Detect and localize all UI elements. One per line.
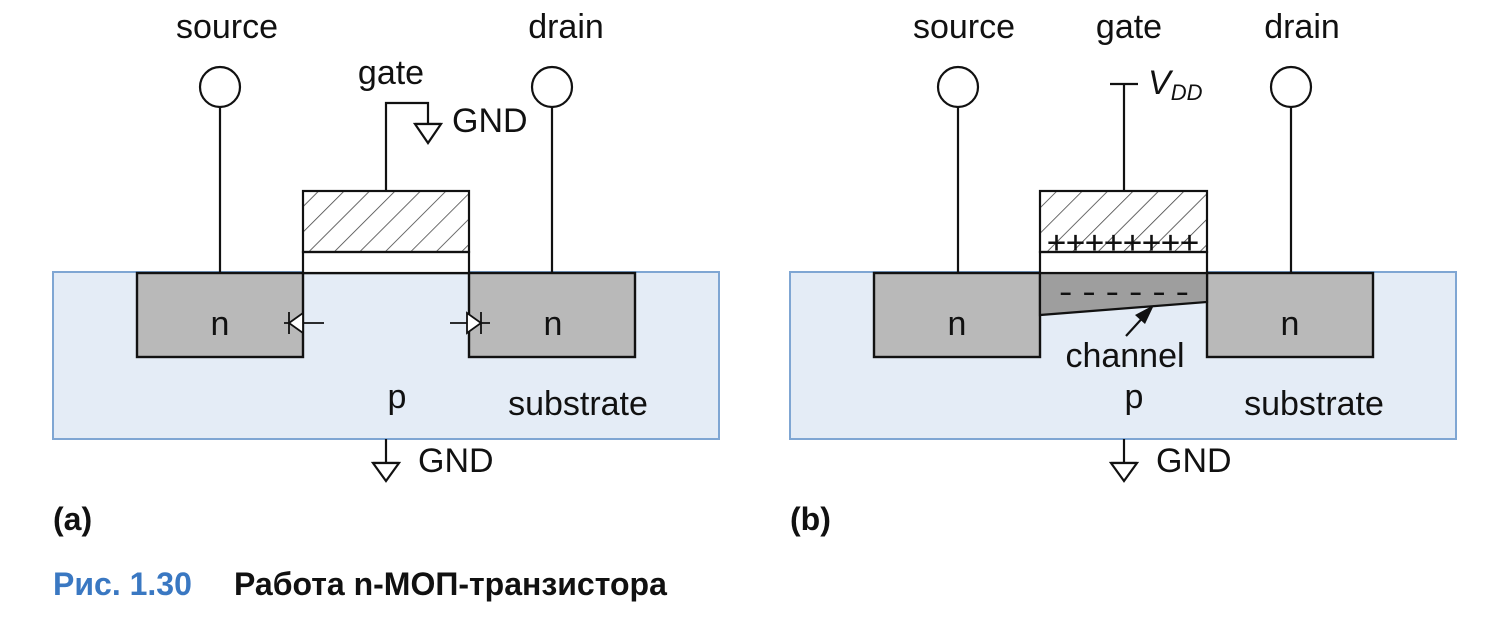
arrow-head-icon (1135, 305, 1154, 324)
substrate-ground-label: GND (418, 442, 494, 480)
body-label: p (1125, 378, 1144, 416)
channel-label: channel (1065, 337, 1184, 375)
channel-charge-label: ------ (1054, 275, 1194, 310)
gate-oxide (301, 250, 471, 275)
drain-region-label: n (544, 305, 563, 343)
panel-b: source gate drain VDD ++++++++ ------ ch… (789, 8, 1457, 537)
drain-label: drain (528, 8, 604, 46)
source-region-label: n (948, 305, 967, 343)
body-label: p (388, 378, 407, 416)
substrate-label: substrate (508, 385, 648, 423)
source-n-region (135, 271, 305, 359)
drain-terminal (1269, 65, 1313, 109)
drain-n-region (1205, 271, 1375, 359)
ground-icon (412, 122, 444, 145)
gate-charge-label: ++++++++ (1047, 225, 1199, 260)
drain-label: drain (1264, 8, 1340, 46)
drain-terminal (530, 65, 574, 109)
source-region-label: n (211, 305, 230, 343)
substrate-ground-label: GND (1156, 442, 1232, 480)
caption-text: Работа n-МОП-транзистора (234, 566, 667, 602)
panel-a-label: (a) (53, 501, 92, 537)
panel-b-label: (b) (790, 501, 831, 537)
source-label: source (176, 8, 278, 46)
substrate-label: substrate (1244, 385, 1384, 423)
panel-a: source gate drain GND n n p substrate GN… (52, 8, 720, 537)
gate-electrode (301, 189, 471, 254)
gate-wire (384, 101, 430, 191)
ground-icon (1108, 461, 1140, 483)
diode-icon (450, 311, 490, 335)
gate-label: gate (1096, 8, 1162, 46)
drain-region-label: n (1281, 305, 1300, 343)
figure-caption: Рис. 1.30 Работа n-МОП-транзистора (53, 566, 667, 602)
gate-ground-label: GND (452, 102, 528, 140)
source-terminal (198, 65, 242, 109)
caption-number: Рис. 1.30 (53, 566, 192, 602)
source-terminal (936, 65, 980, 109)
diode-icon (284, 311, 324, 335)
gate-label: gate (358, 54, 424, 92)
source-label: source (913, 8, 1015, 46)
ground-icon (370, 461, 402, 483)
supply-label: VDD (1148, 64, 1203, 105)
